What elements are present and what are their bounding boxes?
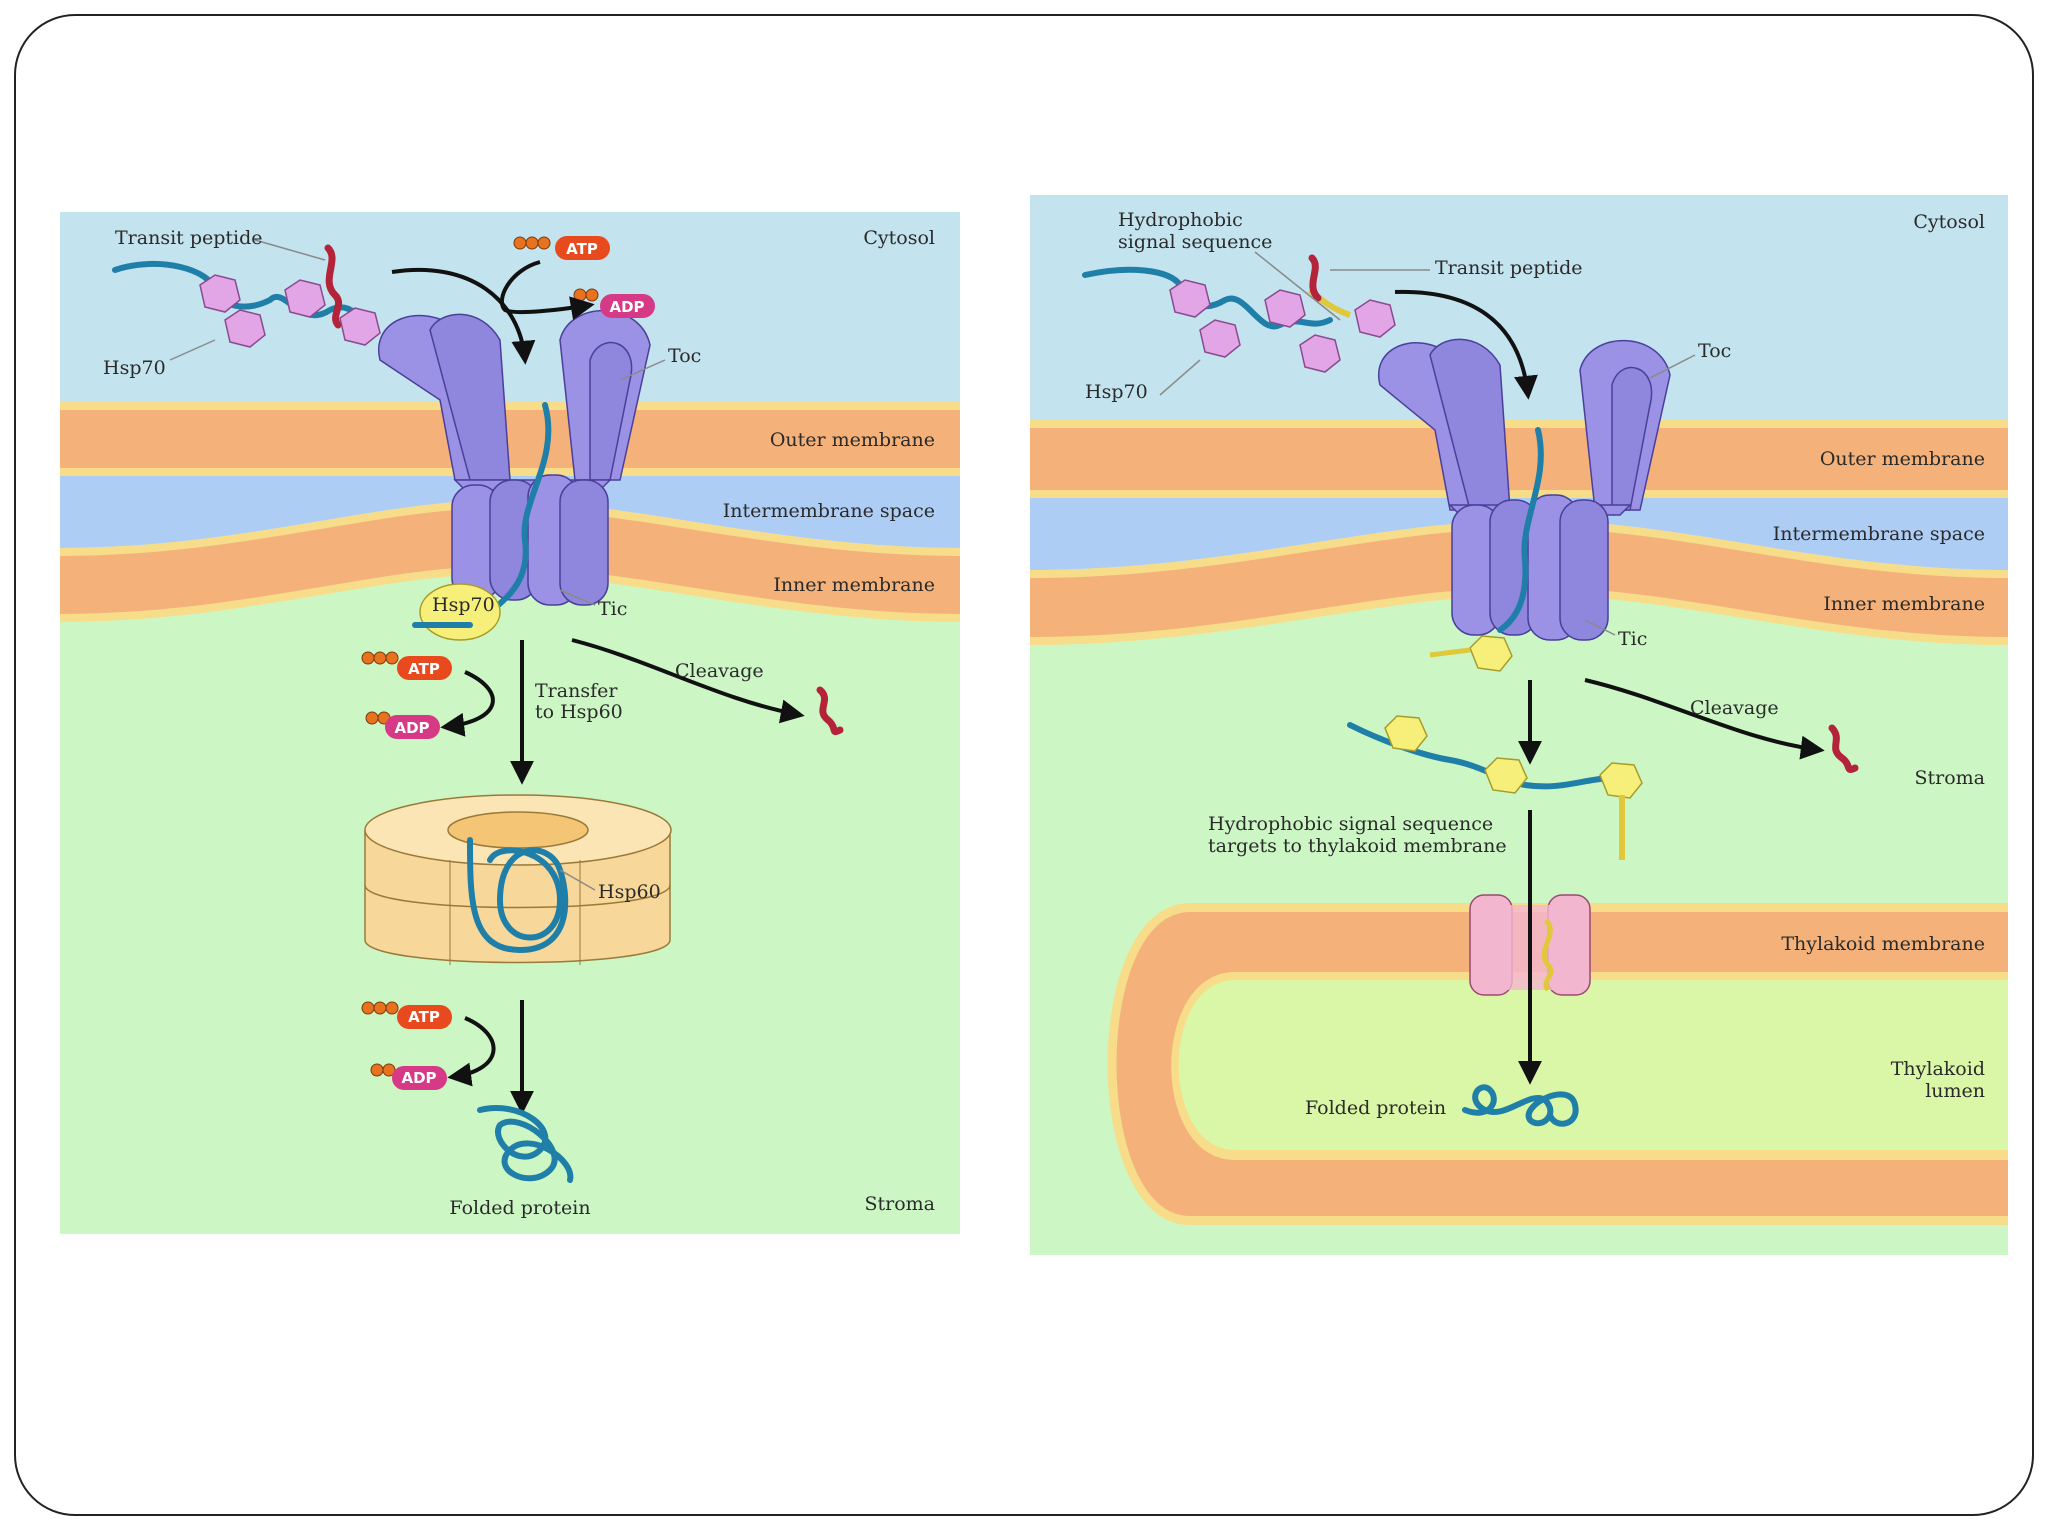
right-diagram: Cytosol Hydrophobic signal sequence Tran… — [1030, 195, 2008, 1255]
cytosol-label-right: Cytosol — [1913, 211, 1985, 233]
transfer-label-line2: to Hsp60 — [535, 701, 623, 723]
cleavage-arrow — [571, 638, 805, 724]
transit-peptide-label: Transit peptide — [115, 227, 263, 249]
intermembrane-space — [60, 476, 960, 548]
transit-peptide-shape — [324, 244, 343, 329]
intermembrane-space-label-right: Intermembrane space — [1773, 523, 1985, 545]
thylakoid-lumen — [1178, 980, 2008, 1150]
hsp60-label: Hsp60 — [598, 881, 661, 903]
intermembrane-space-right — [1030, 498, 2008, 570]
thylakoid-lumen-label-line2: lumen — [1925, 1080, 1985, 1102]
hsp70-label-right: Hsp70 — [1085, 381, 1148, 403]
inner-membrane-label-right: Inner membrane — [1823, 593, 1985, 615]
cleavage-label-right: Cleavage — [1690, 697, 1779, 719]
adp-badge-2 — [385, 715, 440, 739]
folded-protein-shape-right — [1462, 1084, 1579, 1127]
translocating-chain-right — [1497, 427, 1544, 633]
hsp70-label: Hsp70 — [103, 357, 166, 379]
folded-protein-label-right: Folded protein — [1305, 1097, 1446, 1119]
translocating-chain — [467, 402, 552, 628]
targets-label-line1: Hydrophobic signal sequence — [1208, 813, 1493, 835]
left-diagram: Cytosol Transit peptide Hsp70 ATP ADP To… — [60, 212, 960, 1234]
targets-label-line2: targets to thylakoid membrane — [1208, 835, 1507, 857]
protein-in-hsp60 — [467, 837, 569, 953]
toc-complex-right — [1377, 338, 1671, 516]
import-arrow-right — [1394, 289, 1538, 400]
atp-hydrolysis-arrow-1 — [499, 260, 595, 320]
inner-membrane-label: Inner membrane — [773, 574, 935, 596]
cleavage-arrow-right — [1584, 678, 1825, 760]
thylakoid-membrane-label: Thylakoid membrane — [1781, 933, 1985, 955]
cleaved-peptide — [816, 686, 844, 736]
tic-complex-right — [1451, 494, 1609, 641]
stroma-label: Stroma — [864, 1193, 935, 1215]
atp-adp-group-2 — [361, 651, 495, 739]
transit-peptide-shape-right — [1308, 254, 1322, 302]
hsp70-stroma-right — [1384, 715, 1643, 799]
folded-protein-label: Folded protein — [449, 1197, 590, 1219]
stroma-label-right: Stroma — [1914, 767, 1985, 789]
transit-peptide-label-right: Transit peptide — [1435, 257, 1583, 279]
toc-label: Toc — [668, 345, 701, 367]
toc-complex — [377, 309, 651, 491]
cytosol-label: Cytosol — [863, 227, 935, 249]
hydrophobic-label-line2: signal sequence — [1118, 231, 1272, 253]
tic-label-right: Tic — [1618, 628, 1647, 650]
toc-label-right: Toc — [1698, 340, 1731, 362]
hydrophobic-label-line1: Hydrophobic — [1118, 209, 1243, 231]
hsp70-stroma-label: Hsp70 — [432, 594, 495, 616]
outer-membrane-label-right: Outer membrane — [1820, 448, 1985, 470]
adp-label-2: ADP — [394, 719, 429, 737]
intermembrane-space-label: Intermembrane space — [723, 500, 935, 522]
atp-label-2: ATP — [408, 660, 440, 678]
atp-adp-group-3 — [361, 1001, 496, 1090]
atp-label-3: ATP — [408, 1008, 440, 1026]
thylakoid-lumen-label-line1: Thylakoid — [1891, 1058, 1985, 1080]
folded-protein-shape — [477, 1105, 574, 1183]
atp-label-1: ATP — [566, 240, 598, 258]
transfer-label-line1: Transfer — [535, 680, 618, 702]
cleaved-peptide-right — [1828, 724, 1859, 774]
hsp60-chaperonin — [364, 794, 672, 965]
adp-label-1: ADP — [609, 298, 644, 316]
cleavage-label: Cleavage — [675, 660, 764, 682]
tic-label: Tic — [598, 598, 627, 620]
hsp70-cytosol-molecules — [199, 274, 381, 348]
hsp70-molecules-right — [1169, 279, 1396, 373]
adp-label-3: ADP — [401, 1069, 436, 1087]
tic-complex — [451, 474, 609, 606]
import-arrow — [391, 267, 536, 365]
atp-badge-1 — [555, 236, 610, 260]
atp-badge-3 — [397, 1005, 452, 1029]
atp-badge-2 — [397, 656, 452, 680]
adp-badge-3 — [392, 1066, 447, 1090]
outer-membrane-label: Outer membrane — [770, 429, 935, 451]
adp-badge-1 — [600, 294, 655, 318]
